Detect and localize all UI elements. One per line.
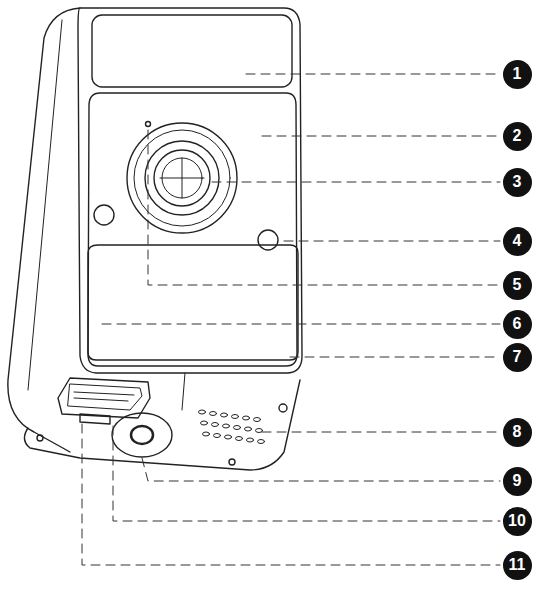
- side-face: [8, 8, 80, 452]
- callout-circle: 9: [503, 467, 532, 496]
- ir-led: [258, 230, 278, 250]
- callout-circle: 6: [503, 310, 532, 339]
- speaker-hole: [212, 423, 219, 427]
- callout-circle: 2: [503, 122, 532, 151]
- front-panel: [88, 93, 297, 366]
- side-edge: [28, 20, 62, 390]
- callout-circle: 10: [503, 507, 532, 536]
- callout-number: 7: [513, 349, 522, 365]
- speaker-hole: [210, 412, 217, 416]
- callout-circle: 4: [503, 227, 532, 256]
- screw: [37, 435, 43, 441]
- speaker-hole: [236, 437, 243, 441]
- screw: [279, 404, 287, 412]
- speaker-holes: [199, 410, 265, 444]
- lens-ring: [127, 123, 237, 233]
- ir-led: [94, 205, 114, 225]
- callout-number: 3: [513, 174, 522, 190]
- reset-button: [131, 426, 153, 444]
- speaker-hole: [225, 435, 232, 439]
- bottom-seam: [182, 373, 185, 410]
- callout-circle: 7: [503, 343, 532, 372]
- callout-number: 1: [513, 66, 522, 82]
- speaker-hole: [256, 429, 263, 433]
- speaker-hole: [203, 432, 210, 436]
- speaker-hole: [254, 418, 261, 422]
- speaker-hole: [223, 424, 230, 428]
- front-face: [78, 8, 302, 373]
- callout-number: 2: [513, 128, 522, 144]
- port-cover: [58, 378, 150, 418]
- callout-circle: 5: [503, 271, 532, 300]
- sensor-window: [88, 245, 298, 360]
- callout-number: 4: [513, 233, 522, 249]
- screw: [229, 459, 235, 465]
- speaker-hole: [232, 415, 239, 419]
- speaker-hole: [243, 416, 250, 420]
- callout-circle: 11: [503, 551, 532, 580]
- callout-number: 9: [513, 473, 522, 489]
- lens: [154, 150, 210, 206]
- bottom-face: [24, 380, 300, 470]
- callout-number: 8: [513, 424, 522, 440]
- callout-circle: 3: [503, 168, 532, 197]
- callout-number: 6: [513, 316, 522, 332]
- callout-circle: 8: [503, 418, 532, 447]
- microphone-hole: [146, 122, 151, 127]
- usb-port: [68, 384, 142, 410]
- callout-number: 11: [509, 557, 526, 573]
- speaker-hole: [247, 438, 254, 442]
- speaker-hole: [245, 427, 252, 431]
- lens-outer: [145, 141, 219, 215]
- leader-lines: [82, 74, 500, 565]
- callout-number: 5: [513, 277, 522, 293]
- speaker-hole: [201, 421, 208, 425]
- speaker-hole: [258, 440, 265, 444]
- speaker-hole: [234, 426, 241, 430]
- callout-circle: 1: [503, 60, 532, 89]
- port-tab: [80, 414, 110, 424]
- speaker-hole: [221, 413, 228, 417]
- speaker-hole: [214, 434, 221, 438]
- speaker-hole: [199, 410, 206, 414]
- callout-number: 10: [508, 513, 526, 529]
- reset-button-ring: [112, 413, 172, 457]
- top-panel: [92, 15, 292, 87]
- port-contacts: [74, 392, 134, 401]
- lens-cross: [160, 158, 204, 198]
